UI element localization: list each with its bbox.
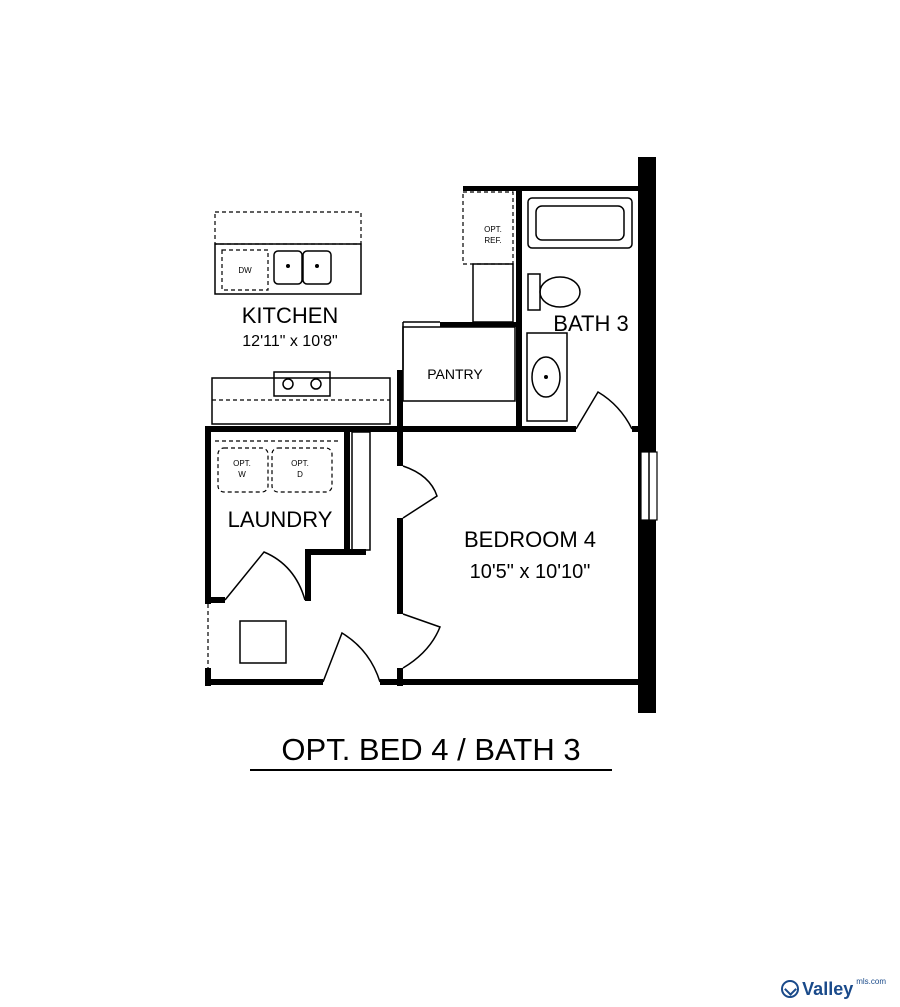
laundry-bottom-left <box>205 597 225 603</box>
pantry-shelf <box>402 326 516 402</box>
bath-left-wall <box>516 186 522 431</box>
bedroom-top-wall <box>397 426 522 432</box>
sink-basin-right <box>302 250 332 285</box>
water-heater <box>239 620 287 664</box>
toilet-bowl <box>539 276 581 308</box>
bedroom-closet-door-swing <box>402 465 438 519</box>
bedroom-left-wall <box>397 426 403 466</box>
ref-label-2: REF. <box>484 236 501 245</box>
bath-door-swing <box>575 390 633 430</box>
left-wall-bottom <box>205 668 211 686</box>
laundry-top-wall <box>205 426 402 432</box>
toilet-tank <box>527 273 541 311</box>
kitchen-island <box>214 243 362 295</box>
pantry-left-wall <box>397 370 403 432</box>
linen-closet <box>351 431 371 551</box>
laundry-left-wall <box>205 426 211 604</box>
entry-door-swing <box>322 631 381 683</box>
bedroom-dims: 10'5" x 10'10" <box>470 561 591 583</box>
bathtub-inner <box>535 205 625 241</box>
vanity <box>526 332 568 422</box>
pantry-label: PANTRY <box>427 366 483 382</box>
exterior-wall-right <box>638 157 656 713</box>
kitchen-dims: 12'11" x 10'8" <box>242 333 337 350</box>
bath-sink-drain <box>544 375 548 379</box>
watermark-logo: Valley mls.com <box>781 977 886 1001</box>
bath-label: BATH 3 <box>553 311 628 336</box>
dryer-label-2: D <box>297 470 303 479</box>
bedroom-label: BEDROOM 4 <box>464 527 596 552</box>
bath-bottom-wall-right <box>632 426 642 432</box>
fridge-space <box>472 263 514 323</box>
burner-2 <box>310 378 322 390</box>
bottom-wall-left <box>205 679 323 685</box>
kitchen-island-overhang <box>214 211 362 245</box>
drain-left <box>286 264 290 268</box>
burner-1 <box>282 378 294 390</box>
bottom-wall-right <box>380 679 642 685</box>
watermark-brand: Valley <box>802 978 854 999</box>
dryer-label-1: OPT. <box>291 459 309 468</box>
pantry-top-wall <box>440 322 520 327</box>
washer <box>217 447 269 493</box>
washer-label-2: W <box>238 470 246 479</box>
bathtub <box>527 197 633 249</box>
dryer <box>271 447 333 493</box>
laundry-bottom-wall-stub <box>305 549 311 601</box>
kitchen-counter <box>211 377 391 425</box>
bath-bottom-wall <box>516 426 576 432</box>
dishwasher-label: DW <box>238 266 252 275</box>
washer-label-1: OPT. <box>233 459 251 468</box>
dishwasher <box>221 249 269 291</box>
laundry-bottom-wall <box>306 549 366 555</box>
drain-right <box>315 264 319 268</box>
sink-basin-left <box>273 250 303 285</box>
kitchen-label: KITCHEN <box>242 303 339 328</box>
laundry-door-swing <box>224 551 306 601</box>
watermark-sup: mls.com <box>856 976 886 986</box>
bedroom-left-wall-bottom <box>397 668 403 686</box>
bath-top-wall <box>463 186 643 191</box>
valley-logo-icon <box>781 980 800 998</box>
ref-label-1: OPT. <box>484 225 502 234</box>
laundry-label: LAUNDRY <box>228 507 333 532</box>
bath-sink <box>531 356 561 398</box>
plan-caption: OPT. BED 4 / BATH 3 <box>250 733 612 771</box>
range <box>273 371 331 397</box>
bedroom-left-wall-lower <box>397 518 403 614</box>
bedroom-door-swing <box>402 613 441 669</box>
laundry-right-wall <box>344 430 350 552</box>
